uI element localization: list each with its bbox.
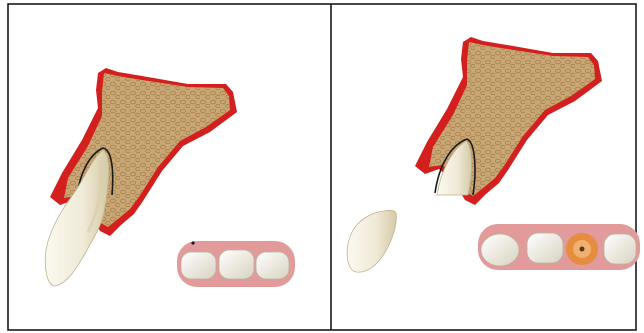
crown-row-right (478, 224, 640, 270)
crown-1 (181, 252, 216, 279)
implant-screw-icon (580, 247, 585, 252)
crown-5 (604, 234, 636, 264)
crown-extracted-gap (481, 234, 519, 266)
crown-4 (527, 233, 563, 263)
crown-row-left (177, 241, 295, 287)
marker-dot (191, 241, 194, 244)
crown-2 (219, 250, 254, 279)
crown-3 (256, 252, 289, 279)
